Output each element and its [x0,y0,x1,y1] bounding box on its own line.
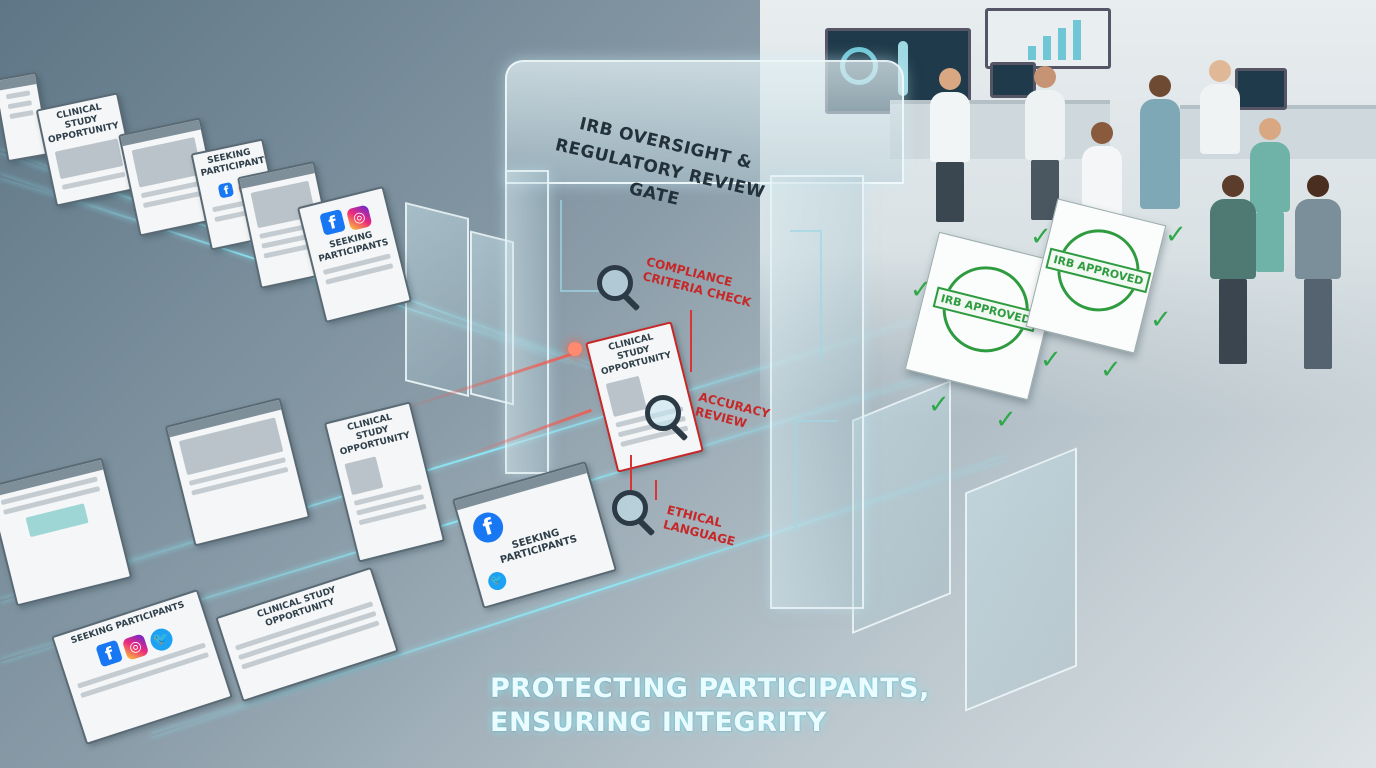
staff-figure [1250,118,1290,272]
card-caption: CLINICAL STUDY OPPORTUNITY [338,412,412,458]
desk-monitor [1235,68,1287,110]
magnifier-icon [612,490,648,526]
glass-barrier-panel [965,447,1077,712]
card-caption: CLINICAL STUDY OPPORTUNITY [600,332,673,378]
check-icon: ✓ [1150,305,1172,335]
review-connector-line [690,310,692,372]
tagline: PROTECTING PARTICIPANTS, ENSURING INTEGR… [490,672,930,740]
accuracy-review-label: ACCURACY REVIEW [693,389,772,431]
compliance-criteria-label: COMPLIANCE CRITERIA CHECK [641,254,753,310]
facebook-icon: f [95,639,123,668]
check-icon: ✓ [1040,345,1062,375]
clinical-study-card-under-review: CLINICAL STUDY OPPORTUNITY [585,321,704,473]
instagram-icon: ◎ [121,633,150,661]
circuit-trace [790,230,822,362]
tagline-line2: ENSURING INTEGRITY [490,707,827,738]
nurse-figure [1140,75,1180,209]
check-icon: ✓ [1100,355,1122,385]
participant-figure [1295,175,1341,369]
irb-approved-stamp: IRB APPROVED [1045,220,1152,321]
social-seeking-card: f SEEKING PARTICIPANTS 🐦 [451,461,618,609]
researcher-figure [1025,66,1065,220]
researcher-figure [1200,60,1240,154]
scanner-light [568,342,582,356]
review-connector-line [655,480,657,500]
social-seeking-card: SEEKING PARTICIPANTS f ◎ 🐦 [51,588,233,746]
facebook-icon: f [218,181,235,199]
facebook-seeking-card: f ◎ SEEKING PARTICIPANTS [296,186,413,323]
irb-approved-stamp: IRB APPROVED [932,257,1039,362]
irb-gate-left-pillar [505,170,549,474]
facebook-icon: f [319,209,346,236]
irb-gate-right-pillar [770,175,864,609]
review-connector-line [630,455,632,490]
lab-desk [890,100,1110,159]
check-icon: ✓ [910,275,932,305]
check-icon: ✓ [1030,222,1052,252]
researcher-figure [930,68,970,222]
check-icon: ✓ [928,390,950,420]
stamp-label: IRB APPROVED [1045,247,1152,294]
clinical-study-card: CLINICAL STUDY OPPORTUNITY [323,401,446,563]
webpage-ad-card [0,457,133,607]
tagline-line1: PROTECTING PARTICIPANTS, [490,673,930,704]
wall-chart-screen [985,8,1111,69]
circuit-trace [560,200,602,292]
stamp-label: IRB APPROVED [932,286,1039,333]
twitter-icon: 🐦 [147,625,176,654]
magnifier-icon [597,265,633,301]
webpage-ad-card [164,397,311,547]
ethical-language-label: ETHICAL LANGUAGE [661,502,737,549]
check-icon: ✓ [995,405,1017,435]
circuit-trace [795,420,837,532]
participant-figure [1210,175,1256,364]
twitter-icon: 🐦 [486,569,509,593]
irb-gate-top [505,60,904,184]
check-icon: ✓ [1165,220,1187,250]
glass-barrier-panel [405,202,469,397]
magnifier-icon [645,395,681,431]
